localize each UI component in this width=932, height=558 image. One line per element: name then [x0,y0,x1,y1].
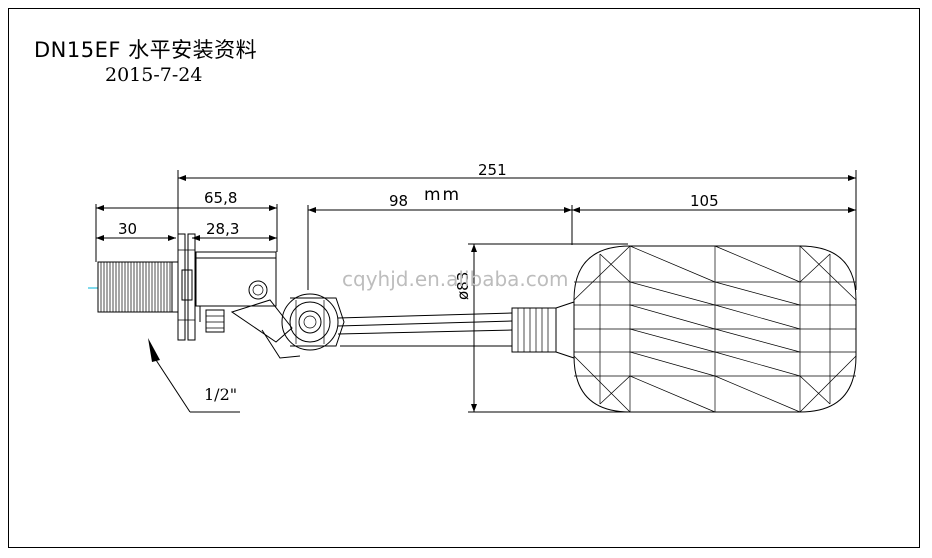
thread-leader [148,338,240,413]
dim-float-diameter: ø83 [454,272,472,300]
drawing-date: 2015-7-24 [105,64,203,86]
pivot-joint [281,293,345,351]
dim-overall-length: 251 [478,161,507,179]
valve-body [195,251,301,359]
threaded-inlet [88,261,179,313]
dim-flange-to-arm: 65,8 [204,189,237,207]
drawing-title: DN15EF 水平安装资料 [34,38,258,62]
float-arm [337,301,575,359]
dim-body-length: 28,3 [206,220,239,238]
thread-size-label: 1/2" [204,385,237,404]
dimension-lines [95,170,857,413]
dim-arm-length: 98 [389,192,408,210]
dim-thread-length: 30 [118,220,137,238]
float-ball [573,245,857,413]
watermark-text: cqyhjd.en.alibaba.com [342,267,569,291]
flange [177,233,196,341]
units-label: mm [424,185,461,205]
dim-float-length: 105 [690,192,719,210]
drawing-frame [8,8,920,548]
